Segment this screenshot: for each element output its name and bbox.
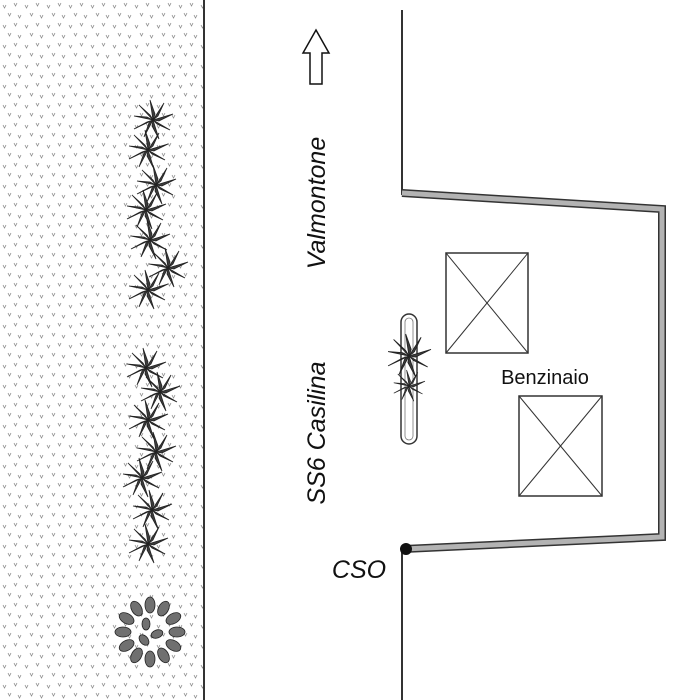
arrow-up-icon	[301, 28, 331, 85]
dot-marker-icon	[400, 543, 412, 555]
station-wall-fill	[401, 190, 665, 552]
crossed-box-icon	[518, 395, 603, 497]
cso-label: CSO	[332, 556, 386, 584]
direction-town-label: Valmontone	[303, 137, 331, 270]
round-tree-icon	[114, 596, 186, 668]
grass-strip	[0, 0, 204, 700]
station-label: Benzinaio	[501, 367, 589, 389]
crossed-box-icon	[445, 252, 529, 354]
road-name-label: SS6 Casilina	[303, 361, 331, 504]
